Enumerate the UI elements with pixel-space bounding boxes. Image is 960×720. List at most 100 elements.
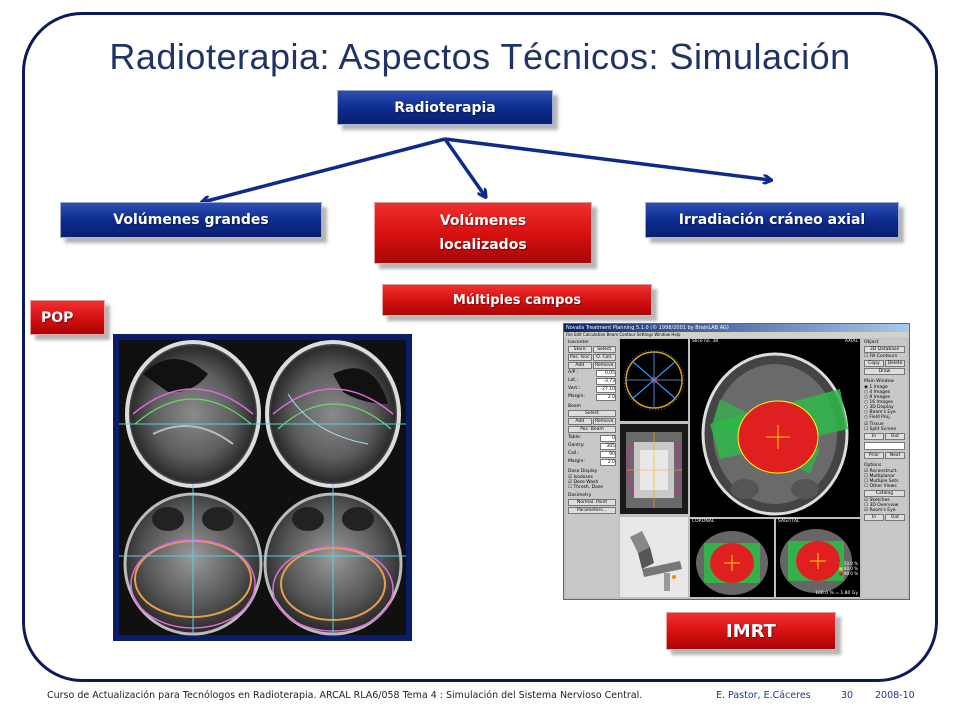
footer-page-number: 30 [841, 690, 854, 701]
mri-brain-image [113, 334, 412, 641]
main-window-label: Main Window [864, 379, 894, 384]
table-field[interactable]: 0 [600, 435, 616, 442]
w16-radio[interactable]: ○ 16 Images [864, 400, 893, 405]
remove-button[interactable]: Remove [592, 362, 616, 369]
sagittal-ct-view: SAGITTAL ■ 50.0 % ■ 80.0 % ■ 90.0 % 100.… [776, 519, 860, 597]
zoom-in-button[interactable]: In [864, 433, 884, 440]
multiple-sets-checkbox[interactable]: ☐ Multiple Sets [864, 479, 899, 484]
tissue-checkbox[interactable]: ☑ Tissue [864, 422, 884, 427]
imrt-box: IMRT [666, 612, 836, 650]
room-in-button[interactable]: In [864, 514, 884, 521]
axial-ct-view: Slice no. 38 AXIAL [690, 339, 860, 517]
overview-label: 3D Overview [869, 503, 899, 508]
sketches-checkbox[interactable]: ☑ Sketches [864, 498, 890, 503]
o-coll-button[interactable]: O. Coll. [592, 354, 616, 361]
footer-year: 2008-10 [875, 690, 915, 701]
w4-label: 4 Images [869, 390, 891, 395]
sagittal-label: SAGITTAL [778, 519, 800, 524]
dose-display-label: Dose Display [568, 469, 598, 474]
footer-authors: E. Pastor, E.Cáceres [716, 690, 811, 701]
object-label: Object [864, 340, 879, 345]
beam-remove-button[interactable]: Remove [592, 418, 616, 425]
table-label: Table: [568, 435, 582, 440]
arrow-middle [443, 137, 485, 196]
zoom-out-button[interactable]: Out [885, 433, 905, 440]
pop-box: POP [30, 300, 105, 335]
w1-radio[interactable]: ◉ 1 Image [864, 385, 888, 390]
beam-margin-field[interactable]: 2.0 [600, 459, 616, 466]
other-views-label: Other Views [869, 484, 897, 489]
mlc-view [620, 424, 688, 514]
fill-contours-checkbox[interactable]: ☐ Fill Contours [864, 354, 898, 359]
vert-field[interactable]: -27.10 [596, 386, 616, 393]
normal-point-button[interactable]: Normal. Point [568, 499, 616, 506]
gantry-field[interactable]: 305 [600, 443, 616, 450]
footer-course: Curso de Actualización para Tecnólogos e… [47, 690, 643, 701]
db3d-button[interactable]: 3D Database [864, 346, 905, 353]
dose-wash-checkbox[interactable]: ☑ Dose Wash [568, 480, 599, 485]
tps-right-panel: Object 3D Database ☐ Fill Contours Copy … [862, 339, 907, 597]
dose-legend: ■ 50.0 % ■ 80.0 % ■ 90.0 % [838, 561, 858, 576]
split-label: Split Screen [869, 427, 897, 432]
beam-label: Beam [568, 404, 581, 409]
slide-frame [22, 12, 938, 682]
lat-field[interactable]: -3.73 [596, 378, 616, 385]
vert-label: Vert.: [568, 386, 581, 391]
next-button[interactable]: Next [885, 452, 905, 459]
w9-label: 9 Images [869, 395, 891, 400]
rooms-eye-checkbox[interactable]: ☑ Room's Eye [864, 508, 896, 513]
treatment-planning-screenshot: Novalis Treatment Planning 5.1.0 (© 1998… [563, 323, 910, 600]
irradiacion-craneo-axial-box: Irradiación cráneo axial [645, 202, 899, 238]
w3d-radio[interactable]: ○ 3D Display [864, 405, 894, 410]
wfield-radio[interactable]: ○ Field Proj. [864, 415, 891, 420]
isodoses-label: Isodoses [573, 475, 593, 480]
axial-label: AXIAL [844, 339, 858, 344]
arrow-right [444, 137, 770, 180]
slice-label: Slice no. 38 [692, 339, 719, 344]
isodoses-checkbox[interactable]: ☑ Isodoses [568, 475, 593, 480]
wbeye-radio[interactable]: ○ Beam's Eye [864, 410, 896, 415]
margin-label: Margin: [568, 394, 585, 399]
select-button[interactable]: Select [592, 346, 616, 353]
coll-field[interactable]: 90 [600, 451, 616, 458]
coronal-label: CORONAL [692, 519, 715, 524]
volumenes-localizados-box: Volúmenes localizados [374, 202, 592, 264]
multiplanar-checkbox[interactable]: ☐ Multiplanar [864, 474, 895, 479]
pos-beam-button[interactable]: Pos. Beam [568, 426, 616, 433]
beam-select-button[interactable]: Select [568, 410, 616, 417]
split-checkbox[interactable]: ☐ Split Screen [864, 427, 897, 432]
ap-field[interactable]: 0.05 [596, 370, 616, 377]
beam-add-button[interactable]: Add [568, 418, 592, 425]
draw-button[interactable]: Draw [864, 368, 905, 375]
gantry-label: Gantry: [568, 443, 585, 448]
delete-button[interactable]: Delete [885, 360, 905, 367]
add-button[interactable]: Add [568, 362, 592, 369]
options-label: Options [864, 463, 882, 468]
copy-button[interactable]: Copy [864, 360, 884, 367]
room-out-button[interactable]: Out [885, 514, 905, 521]
lat-label: Lat.: [568, 378, 578, 383]
ap-label: A/P : [568, 370, 579, 375]
prior-button[interactable]: Prior [864, 452, 884, 459]
dose-readout: 100.0 % = 1.80 Gy [815, 591, 858, 596]
w1-label: 1 Image [869, 385, 888, 390]
dose-wash-label: Dose Wash [573, 480, 599, 485]
overview-checkbox[interactable]: ☐ 3D Overview [864, 503, 899, 508]
w9-radio[interactable]: ○ 9 Images [864, 395, 891, 400]
coll-label: Coll.: [568, 451, 580, 456]
margin-field[interactable]: 2.0 [596, 394, 616, 401]
ct-set-select[interactable] [864, 442, 905, 450]
other-views-checkbox[interactable]: ☐ Other Views [864, 484, 897, 489]
thresh-dose-checkbox[interactable]: ☐ Thresh. Dose [568, 485, 603, 490]
sketches-label: Sketches [869, 498, 890, 503]
arrow-left [203, 137, 446, 202]
store-button[interactable]: Store [568, 346, 592, 353]
parameters-button[interactable]: Parameters... [568, 507, 616, 514]
pos-isoc-button[interactable]: Pos. Isoc [568, 354, 592, 361]
multiplanar-label: Multiplanar [869, 474, 895, 479]
catalog-button[interactable]: Catalog [864, 490, 905, 497]
legend-item-3: 90.0 % [844, 571, 858, 576]
w4-radio[interactable]: ○ 4 Images [864, 390, 891, 395]
reconstruct-checkbox[interactable]: ☑ Reconstruct. [864, 469, 898, 474]
